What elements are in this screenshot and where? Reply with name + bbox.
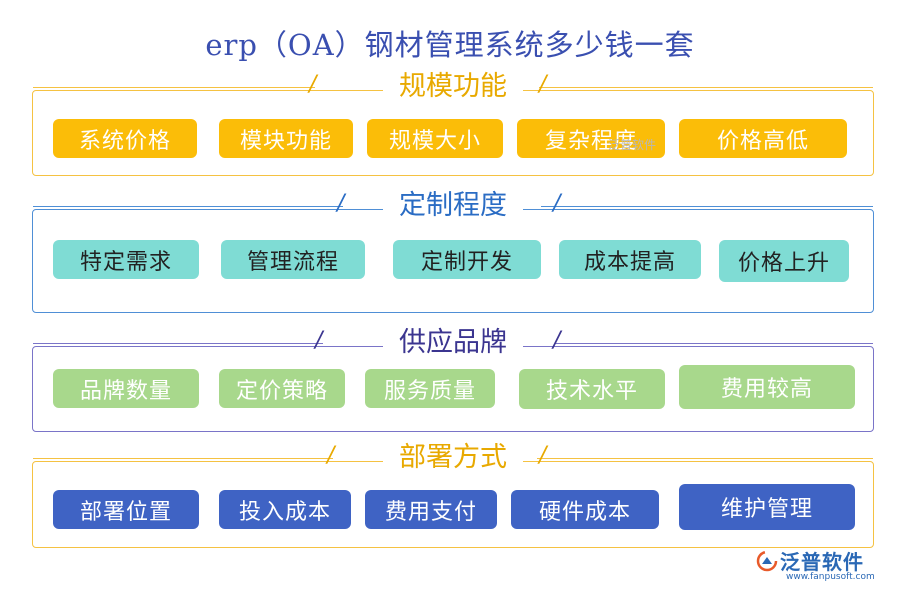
slash-right: / bbox=[539, 72, 547, 97]
brand-url: www.fanpusoft.com bbox=[786, 572, 875, 582]
chip-higher-cost: 费用较高 bbox=[679, 365, 855, 409]
chip-price-level: 价格高低 bbox=[679, 119, 847, 158]
chip-deploy-location: 部署位置 bbox=[53, 490, 199, 529]
chip-complexity: 复杂程度 bbox=[517, 119, 665, 158]
section-header: / / 定制程度 bbox=[33, 187, 873, 227]
section-label: 规模功能 bbox=[383, 71, 523, 102]
chip-maintenance: 维护管理 bbox=[679, 484, 855, 530]
chip-hardware-cost: 硬件成本 bbox=[511, 490, 659, 529]
brand-logo: 泛普软件 www.fanpusoft.com bbox=[756, 546, 888, 586]
fanpu-logo-icon bbox=[756, 550, 778, 572]
chip-input-cost: 投入成本 bbox=[219, 490, 351, 529]
section-deployment: / / 部署方式 部署位置 投入成本 费用支付 硬件成本 维护管理 bbox=[32, 442, 874, 548]
section-supplier-brand: / / 供应品牌 品牌数量 定价策略 服务质量 技术水平 费用较高 bbox=[32, 327, 874, 432]
slash-left: / bbox=[337, 191, 345, 216]
slash-left: / bbox=[315, 328, 323, 353]
chip-fee-payment: 费用支付 bbox=[365, 490, 497, 529]
chip-specific-needs: 特定需求 bbox=[53, 240, 199, 279]
header-line-right bbox=[555, 343, 873, 344]
section-header: / / 部署方式 bbox=[33, 439, 873, 479]
header-line-left bbox=[33, 87, 315, 88]
chip-service-quality: 服务质量 bbox=[365, 369, 495, 408]
header-line-left bbox=[33, 343, 323, 344]
watermark: 泛普软件 bbox=[608, 138, 657, 152]
chip-custom-development: 定制开发 bbox=[393, 240, 541, 279]
header-line-right bbox=[539, 87, 873, 88]
slash-right: / bbox=[553, 191, 561, 216]
section-scale-function: / / 规模功能 系统价格 模块功能 规模大小 复杂程度 价格高低 bbox=[32, 71, 874, 176]
section-header: / / 供应品牌 bbox=[33, 324, 873, 364]
section-label: 供应品牌 bbox=[383, 327, 523, 358]
chip-scale-size: 规模大小 bbox=[367, 119, 503, 158]
section-label: 部署方式 bbox=[383, 442, 523, 473]
chip-brand-count: 品牌数量 bbox=[53, 369, 199, 408]
chip-module-function: 模块功能 bbox=[219, 119, 353, 158]
chip-system-price: 系统价格 bbox=[53, 119, 197, 158]
section-header: / / 规模功能 bbox=[33, 68, 873, 108]
section-customization: / / 定制程度 特定需求 管理流程 定制开发 成本提高 价格上升 bbox=[32, 190, 874, 313]
chip-management-process: 管理流程 bbox=[221, 240, 365, 279]
slash-right: / bbox=[553, 328, 561, 353]
brand-name: 泛普软件 bbox=[780, 550, 864, 574]
header-line-right bbox=[537, 458, 873, 459]
header-line-right bbox=[541, 206, 873, 207]
header-line-left bbox=[33, 458, 333, 459]
chip-tech-level: 技术水平 bbox=[519, 369, 665, 409]
chip-pricing-strategy: 定价策略 bbox=[219, 369, 345, 408]
chip-cost-increase: 成本提高 bbox=[559, 240, 701, 279]
chip-price-rise: 价格上升 bbox=[719, 240, 849, 282]
header-line-left bbox=[33, 206, 343, 207]
slash-left: / bbox=[309, 72, 317, 97]
slash-left: / bbox=[327, 443, 335, 468]
diagram-title: erp（OA）钢材管理系统多少钱一套 bbox=[205, 28, 695, 62]
slash-right: / bbox=[539, 443, 547, 468]
section-label: 定制程度 bbox=[383, 190, 523, 221]
